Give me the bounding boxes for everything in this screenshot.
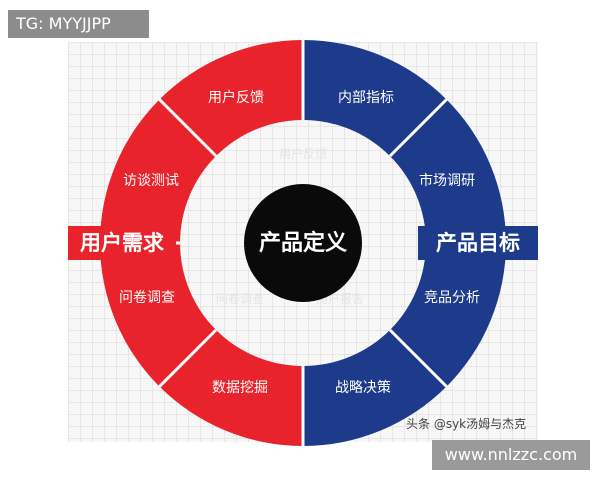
- segment-strategic-decision: 战略决策: [335, 379, 391, 396]
- divider-right-lower: [388, 328, 449, 389]
- toutiao-watermark: 头条 @syk汤姆与杰克: [406, 417, 526, 431]
- divider-right-upper: [388, 97, 449, 158]
- right-half-ring: [303, 40, 506, 446]
- ghost-text-lower-left: 问卷调查: [216, 291, 264, 306]
- user-needs-tab: [68, 226, 176, 260]
- divider-left-lower: [157, 328, 218, 389]
- segment-internal-metrics: 内部指标: [338, 90, 394, 106]
- center-label: 产品定义: [259, 230, 347, 256]
- segment-data-mining: 数据挖掘: [212, 380, 268, 396]
- divider-left-upper: [157, 97, 218, 158]
- ghost-text-top: 用户反馈: [279, 146, 327, 161]
- left-half-ring: [100, 40, 303, 446]
- segment-competitor-analysis: 竞品分析: [424, 289, 480, 306]
- segment-questionnaire: 问卷调查: [119, 290, 175, 306]
- segment-user-feedback: 用户反馈: [208, 89, 264, 106]
- user-needs-label: 用户需求: [80, 231, 164, 255]
- telegram-badge: TG: MYYJJPP: [8, 10, 149, 38]
- product-goals-label: 产品目标: [436, 231, 520, 255]
- segment-interview-testing: 访谈测试: [123, 173, 179, 189]
- website-badge: www.nnlzzc.com: [432, 440, 590, 470]
- product-goals-tab: [418, 226, 538, 260]
- segment-market-research: 市场调研: [419, 172, 475, 189]
- center-circle: [244, 184, 362, 302]
